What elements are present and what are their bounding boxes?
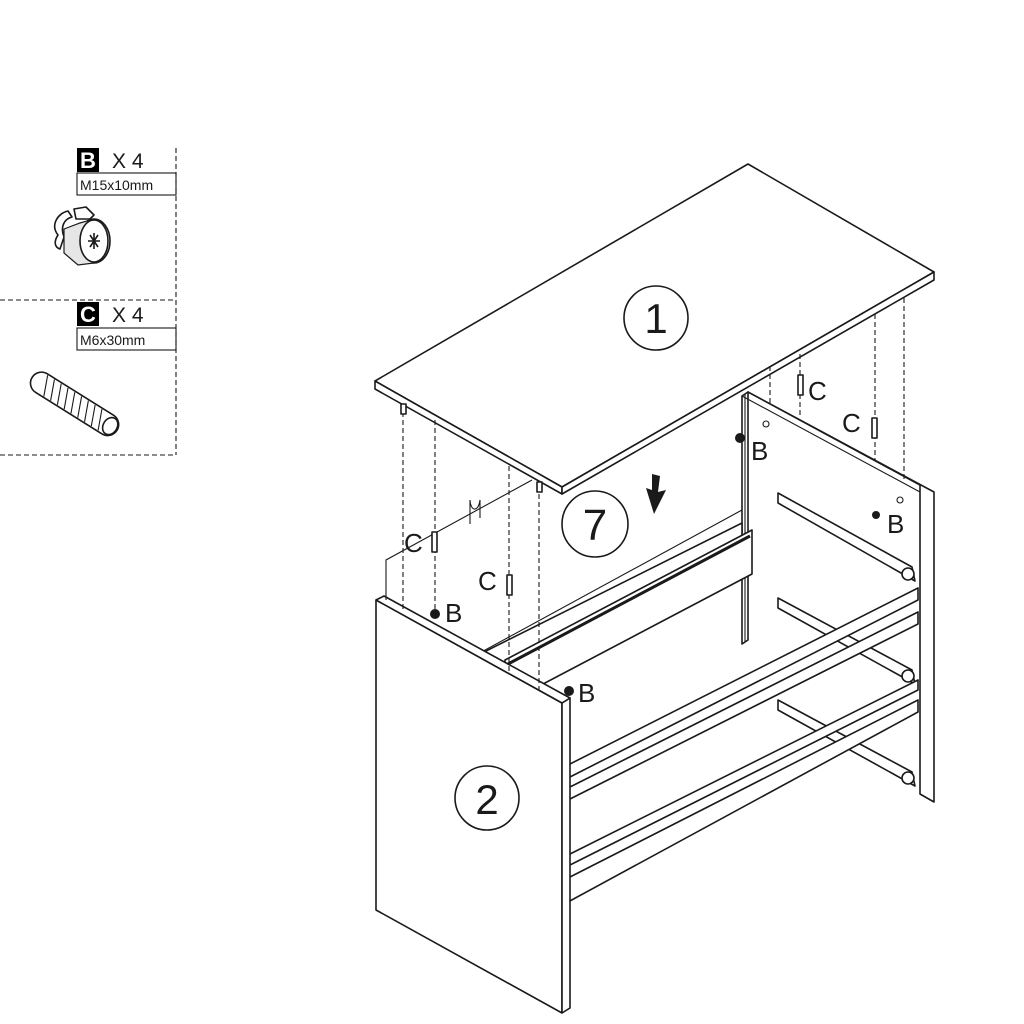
label-c-3: C — [808, 376, 827, 406]
legend-item-c: C X 4 M6x30mm — [29, 302, 177, 437]
parts-legend: B X 4 M15x10mm C X 4 M6x30mm — [0, 148, 177, 456]
dowel-markers — [400, 374, 878, 596]
hardware-labels: C C C C B B B B — [404, 376, 904, 708]
legend-c-quantity: X 4 — [112, 304, 144, 327]
label-b-4: B — [887, 509, 904, 539]
legend-c-letter: C — [80, 302, 96, 327]
label-b-3: B — [751, 436, 768, 466]
label-c-1: C — [404, 528, 423, 558]
label-b-1: B — [445, 598, 462, 628]
legend-c-spec: M6x30mm — [80, 332, 145, 348]
label-c-4: C — [842, 408, 861, 438]
label-c-2: C — [478, 566, 497, 596]
step-indicator: 7 — [561, 474, 666, 558]
alignment-guides — [402, 298, 905, 690]
side-panel-label: 2 — [454, 765, 520, 831]
wooden-dowel-icon — [29, 371, 120, 437]
down-arrow-icon — [646, 474, 666, 514]
cam-lock-icon — [53, 206, 111, 266]
panel-number-circle-1 — [623, 285, 689, 351]
top-panel: 1 — [374, 163, 935, 495]
legend-b-letter: B — [80, 148, 96, 173]
legend-item-b: B X 4 M15x10mm — [53, 148, 177, 266]
panel-number-1: 1 — [644, 295, 667, 342]
step-number: 7 — [583, 501, 607, 550]
legend-b-quantity: X 4 — [112, 150, 144, 173]
label-b-2: B — [578, 678, 595, 708]
legend-b-spec: M15x10mm — [80, 177, 153, 193]
drawer-runner-top — [777, 492, 916, 582]
panel-number-2: 2 — [475, 776, 498, 823]
cam-lock-markers — [430, 420, 904, 696]
